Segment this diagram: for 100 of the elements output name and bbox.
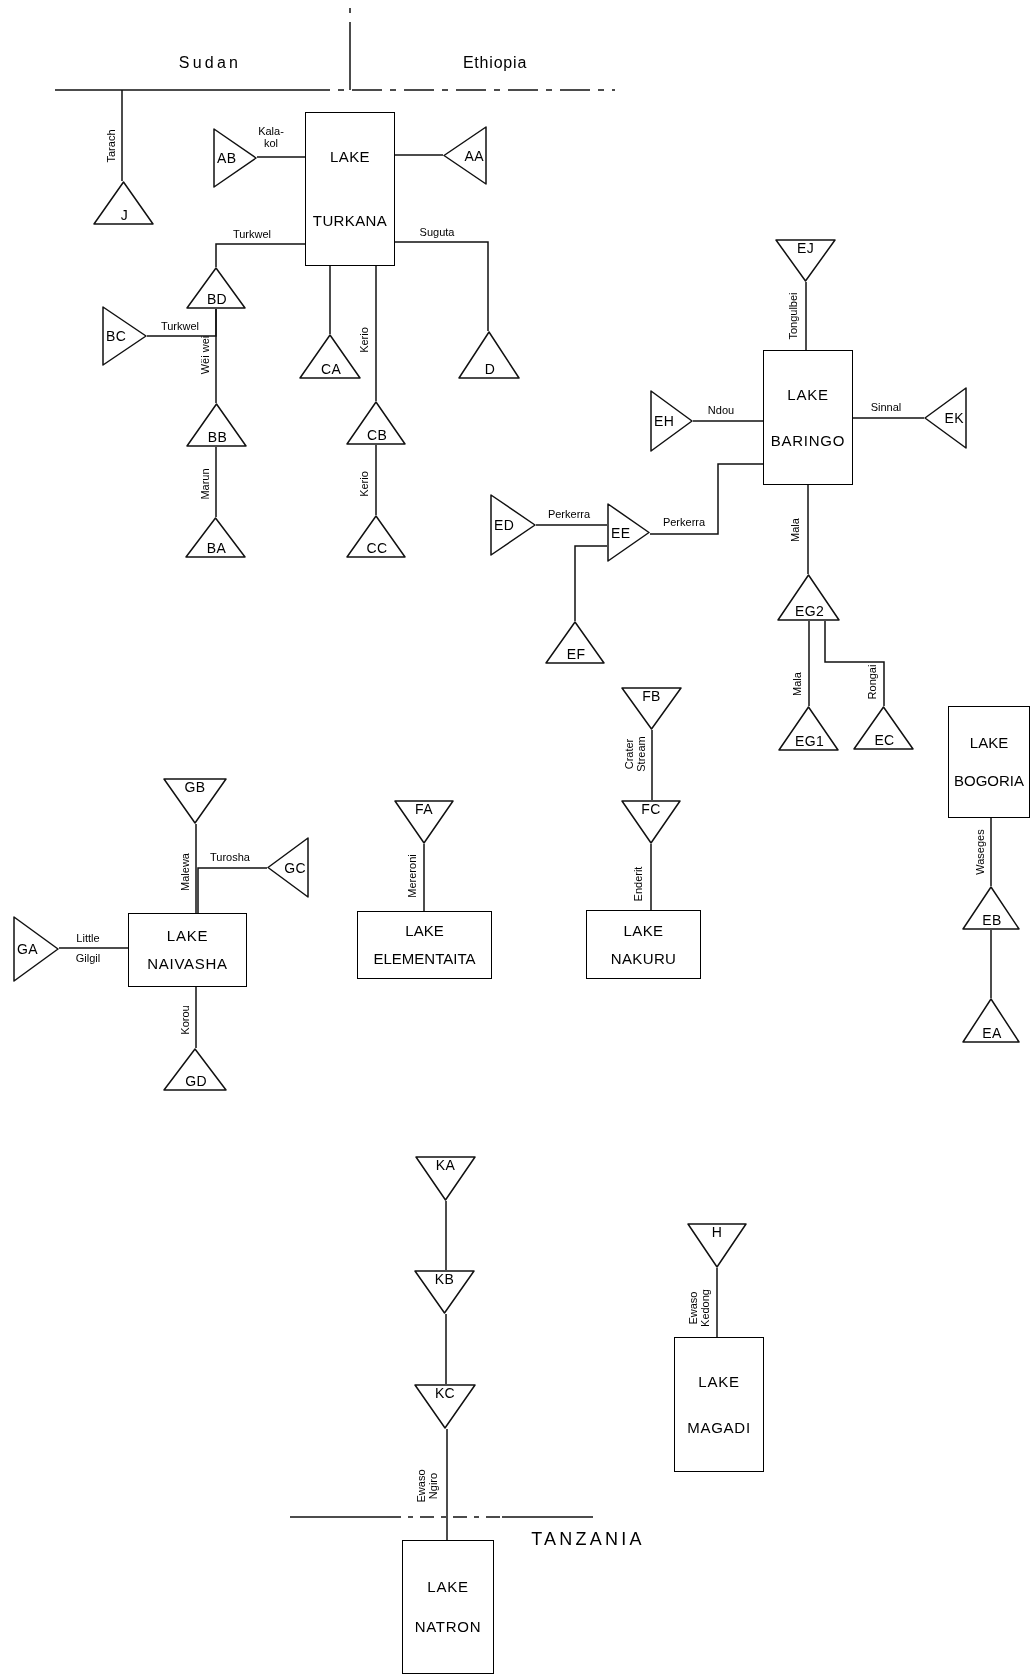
station-code: AA — [464, 148, 484, 163]
country-label: Ethiopia — [462, 53, 528, 73]
lake-name: LAKE ELEMENTAITA — [373, 921, 476, 969]
station-code: EA — [982, 1026, 1002, 1040]
lake-name: LAKE NAIVASHA — [147, 926, 228, 974]
station-code: EG1 — [794, 734, 825, 748]
station-triangle — [267, 837, 309, 898]
station-code: FB — [642, 689, 661, 703]
river-line — [58, 947, 129, 949]
river-line — [394, 154, 444, 156]
station-triangle — [213, 128, 257, 188]
river-line — [990, 817, 992, 887]
river-label: Turosha — [210, 851, 250, 863]
river-label: Mala — [789, 518, 801, 542]
country-label: TANZANIA — [531, 1527, 645, 1551]
river-label: Mala — [791, 672, 803, 696]
river-line — [650, 843, 652, 911]
lake-name: LAKE MAGADI — [687, 1371, 751, 1438]
station-code: H — [711, 1225, 723, 1239]
river-line — [195, 823, 197, 914]
station-triangle — [962, 998, 1020, 1043]
river-label: Kala- kol — [258, 126, 284, 150]
station-triangle — [394, 800, 454, 844]
station-triangle — [621, 800, 681, 844]
station-triangle — [650, 390, 693, 452]
station-triangle — [414, 1270, 475, 1314]
river-line — [852, 417, 925, 419]
station-triangle — [346, 515, 406, 558]
river-line — [807, 484, 809, 575]
lake-box — [128, 913, 247, 987]
station-code: BA — [206, 541, 227, 555]
station-triangle — [687, 1223, 747, 1268]
lake-name: LAKE TURKANA — [312, 147, 388, 231]
river-line — [215, 308, 217, 404]
station-code: EF — [566, 647, 586, 661]
station-triangle — [607, 503, 650, 562]
river-line — [808, 620, 810, 707]
river-line — [121, 89, 123, 182]
river-label: Turkwel — [160, 320, 200, 332]
station-triangle — [163, 1048, 227, 1091]
lake-box — [357, 911, 492, 979]
station-code: KA — [435, 1158, 456, 1172]
river-line — [445, 1313, 447, 1385]
lake-box — [305, 112, 395, 266]
station-triangle — [415, 1156, 476, 1201]
lake-name: LAKE BARINGO — [770, 384, 846, 451]
station-code: BC — [106, 329, 127, 343]
station-triangle — [186, 403, 247, 447]
station-code: GC — [284, 860, 306, 875]
river-label: Crater Stream — [624, 736, 648, 772]
river-label: Kerio — [358, 471, 370, 497]
station-code: KB — [434, 1272, 455, 1286]
river-line — [535, 524, 608, 526]
river-line — [574, 545, 608, 622]
station-code: CC — [366, 541, 388, 555]
station-code: EC — [874, 733, 895, 747]
river-label: Ewaso Kedong — [688, 1289, 712, 1327]
river-label: Marun — [199, 468, 211, 500]
river-line — [649, 463, 764, 535]
station-triangle — [346, 401, 406, 445]
river-label: Korou — [179, 1005, 191, 1035]
station-code: J — [120, 208, 129, 222]
river-line — [329, 265, 331, 335]
river-line — [195, 986, 197, 1049]
river-line — [394, 241, 489, 332]
station-triangle — [775, 239, 836, 282]
river-line — [824, 620, 885, 707]
station-triangle — [853, 706, 914, 750]
station-code: CB — [366, 428, 388, 442]
river-label: Kerio — [358, 327, 370, 353]
river-line — [716, 1267, 718, 1338]
lake-name: LAKE NATRON — [414, 1577, 482, 1637]
lake-box — [402, 1540, 494, 1674]
station-code: EG2 — [794, 604, 825, 618]
river-label: Tarach — [105, 129, 117, 163]
station-code: GB — [184, 780, 206, 794]
river-line — [805, 281, 807, 351]
station-triangle — [490, 494, 536, 556]
station-triangle — [186, 267, 246, 309]
lake-box — [948, 706, 1030, 818]
station-triangle — [102, 306, 147, 366]
river-line — [375, 265, 377, 402]
station-code: EH — [654, 414, 675, 428]
river-line — [215, 243, 306, 268]
station-code: EJ — [796, 241, 814, 255]
station-triangle — [545, 621, 605, 664]
station-code: ED — [494, 518, 515, 532]
station-triangle — [458, 331, 520, 379]
river-line — [215, 446, 217, 518]
lake-box — [586, 910, 701, 979]
river-label: Perkerra — [547, 508, 591, 520]
river-line — [423, 843, 425, 912]
station-triangle — [924, 387, 967, 449]
river-label: Waseges — [974, 829, 986, 875]
river-line — [445, 1200, 447, 1271]
station-code: EK — [944, 411, 964, 425]
station-triangle — [93, 181, 154, 225]
river-line — [446, 1428, 448, 1541]
river-label: Sinnal — [870, 401, 902, 413]
lake-name: LAKE NAKURU — [610, 920, 677, 969]
